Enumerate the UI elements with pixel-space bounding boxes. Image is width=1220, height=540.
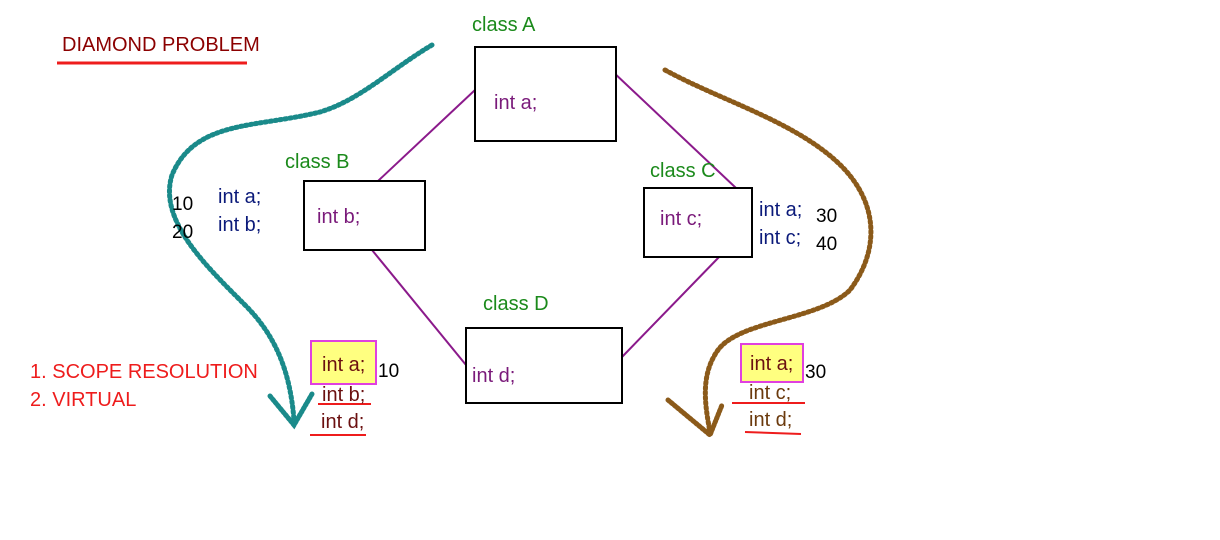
link-a-c <box>610 69 737 189</box>
right-highlight-value: 30 <box>805 362 827 383</box>
class-b-box: int b; <box>303 180 426 251</box>
class-b-field: int b; <box>317 206 361 228</box>
link-b-d <box>371 249 467 366</box>
class-d-field: int d; <box>472 365 516 387</box>
class-a-label: class A <box>472 14 536 36</box>
class-a-box: int a; <box>474 46 617 142</box>
brown-curved-arrow-icon <box>662 67 874 440</box>
right-value-1: 30 <box>816 206 838 227</box>
left-highlight-text: int a; <box>322 354 366 376</box>
class-c-field: int c; <box>660 208 703 230</box>
teal-curved-arrow-icon <box>167 42 435 430</box>
class-d-label: class D <box>483 293 549 315</box>
right-struck-2: int d; <box>749 409 793 431</box>
right-highlight-box: int a; <box>740 343 804 383</box>
right-value-2: 40 <box>816 234 838 255</box>
right-struck-1: int c; <box>749 382 792 404</box>
left-value-2: 20 <box>172 223 194 240</box>
right-strike-d <box>744 431 802 435</box>
solution-2: 2. VIRTUAL <box>30 389 137 411</box>
left-var-1: int a; <box>218 186 262 208</box>
class-b-label: class B <box>285 151 350 173</box>
class-a-field: int a; <box>494 92 538 114</box>
left-highlight-value: 10 <box>378 361 400 382</box>
left-struck-2: int d; <box>321 411 365 433</box>
class-c-box: int c; <box>643 187 753 258</box>
solution-1: 1. SCOPE RESOLUTION <box>30 361 258 383</box>
left-value-1: 10 <box>172 194 194 215</box>
right-var-2: int c; <box>759 227 802 249</box>
class-d-box: int d; <box>465 327 623 404</box>
right-var-1: int a; <box>759 199 803 221</box>
page-title: DIAMOND PROBLEM <box>62 34 260 56</box>
link-c-d <box>621 254 722 358</box>
class-c-label: class C <box>650 160 716 182</box>
left-struck-1: int b; <box>322 384 366 406</box>
left-highlight-box: int a; <box>310 340 377 385</box>
left-var-2: int b; <box>218 214 262 236</box>
right-highlight-text: int a; <box>750 353 794 375</box>
link-a-b <box>377 89 476 182</box>
